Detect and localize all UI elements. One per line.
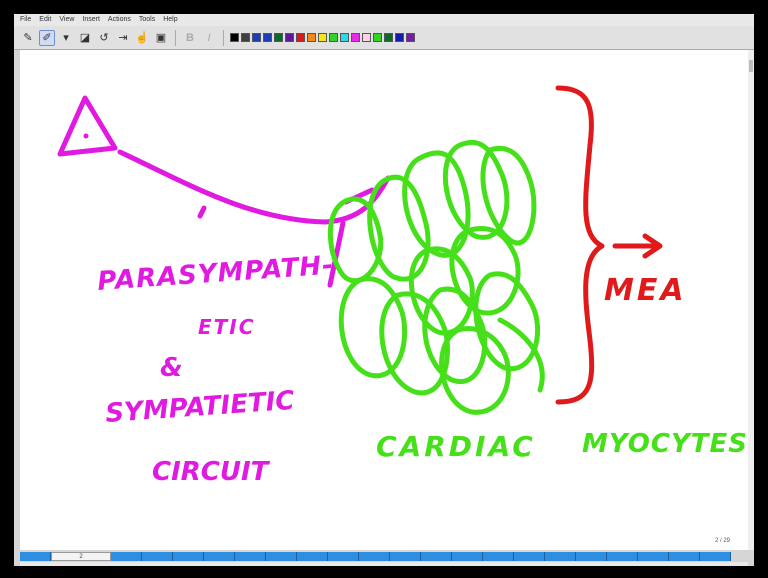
color-swatch[interactable] [263, 33, 272, 42]
page-tab[interactable] [452, 552, 483, 561]
color-swatch[interactable] [329, 33, 338, 42]
page-tab[interactable] [638, 552, 669, 561]
page-tab[interactable] [328, 552, 359, 561]
page-tab[interactable] [669, 552, 700, 561]
color-swatch[interactable] [384, 33, 393, 42]
bracket-drawing [558, 88, 660, 402]
menu-view[interactable]: View [59, 14, 74, 26]
color-swatch[interactable] [241, 33, 250, 42]
insert-space-icon[interactable]: ⇥ [115, 30, 131, 46]
label-circuit: CIRCUIT [152, 457, 271, 487]
shapes-icon[interactable]: ▣ [153, 30, 169, 46]
scroll-thumb[interactable] [749, 60, 753, 72]
page-tab[interactable] [20, 552, 51, 561]
color-swatch[interactable] [362, 33, 371, 42]
menu-bar: File Edit View Insert Actions Tools Help [14, 14, 754, 26]
toolbar-separator [223, 30, 224, 46]
page-bar: 2 [14, 550, 754, 566]
color-swatch[interactable] [296, 33, 305, 42]
page-tab[interactable] [576, 552, 607, 561]
label-myocytes: MYOCYTES [582, 429, 748, 459]
page-tab[interactable] [173, 552, 204, 561]
color-swatch[interactable] [373, 33, 382, 42]
page-tab[interactable] [545, 552, 576, 561]
bold-icon[interactable]: B [182, 30, 198, 46]
menu-actions[interactable]: Actions [108, 14, 131, 26]
page-tab[interactable] [204, 552, 235, 561]
color-swatch[interactable] [406, 33, 415, 42]
color-swatch[interactable] [252, 33, 261, 42]
toolbar: ✎ ✐ ▾ ◪ ↺ ⇥ ☝ ▣ B I [14, 26, 754, 50]
dropdown-arrow-icon[interactable]: ▾ [58, 30, 74, 46]
horizontal-scrollbar[interactable] [20, 562, 748, 566]
journal-window: File Edit View Insert Actions Tools Help… [14, 14, 754, 566]
hand-icon[interactable]: ☝ [134, 30, 150, 46]
page-tab[interactable] [607, 552, 638, 561]
page-tab[interactable] [235, 552, 266, 561]
neuron-drawing [60, 98, 388, 285]
pen-select-icon[interactable]: ✐ [39, 30, 55, 46]
note-canvas[interactable]: PARASYMPATH- ETIC & SYMPATIETIC CIRCUIT … [20, 50, 748, 550]
menu-file[interactable]: File [20, 14, 31, 26]
page-tab[interactable] [514, 552, 545, 561]
myocyte-cluster-drawing [330, 142, 542, 412]
color-swatch[interactable] [351, 33, 360, 42]
color-swatch[interactable] [395, 33, 404, 42]
label-parasympath: PARASYMPATH- [96, 251, 334, 297]
eraser-icon[interactable]: ◪ [77, 30, 93, 46]
color-swatch[interactable] [230, 33, 239, 42]
page-tab[interactable] [390, 552, 421, 561]
toolbar-separator [175, 30, 176, 46]
menu-tools[interactable]: Tools [139, 14, 155, 26]
page-tab[interactable] [266, 552, 297, 561]
menu-edit[interactable]: Edit [39, 14, 51, 26]
label-sympathetic: SYMPATIETIC [104, 386, 295, 429]
page-tab[interactable] [359, 552, 390, 561]
color-swatch[interactable] [340, 33, 349, 42]
vertical-scrollbar[interactable] [748, 50, 754, 550]
label-etic: ETIC [198, 315, 255, 339]
menu-insert[interactable]: Insert [82, 14, 100, 26]
color-swatch[interactable] [318, 33, 327, 42]
label-mea: MEA [604, 273, 687, 308]
pen-icon[interactable]: ✎ [20, 30, 36, 46]
color-swatch[interactable] [307, 33, 316, 42]
menu-help[interactable]: Help [163, 14, 177, 26]
page-tab[interactable] [111, 552, 142, 561]
color-swatch[interactable] [285, 33, 294, 42]
label-cardiac: CARDIAC [376, 430, 536, 463]
page-tab[interactable] [421, 552, 452, 561]
page-tab[interactable] [297, 552, 328, 561]
italic-icon[interactable]: I [201, 30, 217, 46]
ink-layer: PARASYMPATH- ETIC & SYMPATIETIC CIRCUIT … [20, 50, 748, 550]
page-indicator: 2 / 29 [715, 538, 730, 544]
lasso-icon[interactable]: ↺ [96, 30, 112, 46]
page-tab[interactable] [700, 552, 731, 561]
page-navigator[interactable]: 2 [20, 552, 731, 561]
label-and: & [160, 353, 183, 383]
color-swatch[interactable] [274, 33, 283, 42]
page-tab[interactable] [142, 552, 173, 561]
color-palette [230, 33, 417, 42]
page-tab-current[interactable]: 2 [51, 552, 111, 561]
page-tab[interactable] [483, 552, 514, 561]
